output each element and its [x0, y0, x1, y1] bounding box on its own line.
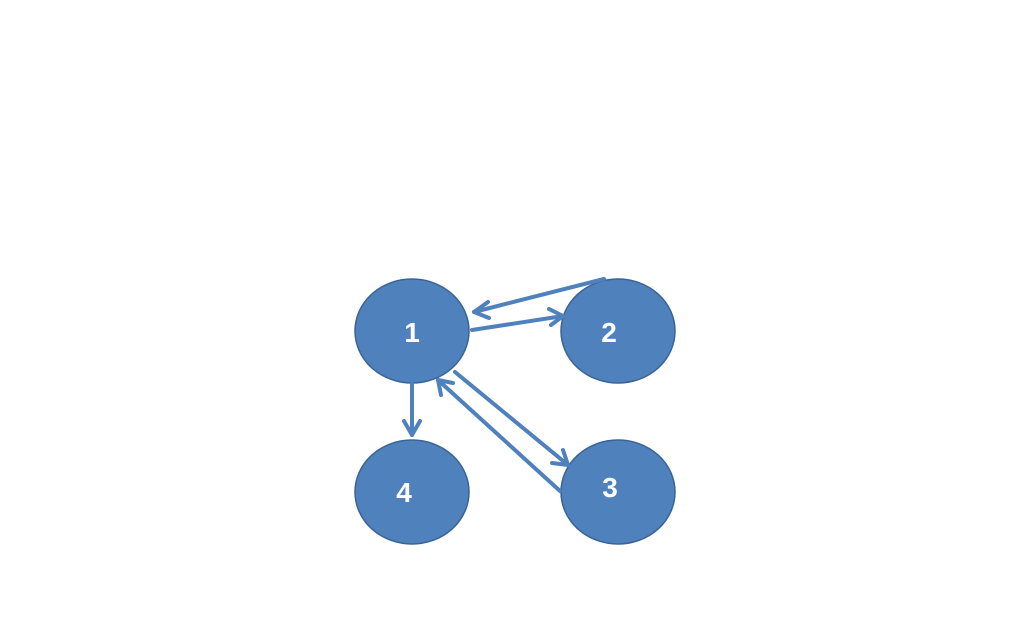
edge-2-to-1-arrowhead: [472, 300, 491, 320]
edge-2-to-1-line: [472, 277, 606, 314]
node-4-label: 4: [396, 477, 412, 508]
node-3: 3: [560, 439, 676, 545]
node-1-label: 1: [404, 317, 420, 348]
edge-3-to-1: [436, 378, 562, 493]
node-2: 2: [560, 278, 676, 384]
edge-1-to-3-arrowhead: [550, 448, 570, 467]
edge-1-to-2-line: [470, 314, 565, 332]
edge-3-to-1-arrowhead: [436, 378, 455, 397]
edge-1-to-3: [453, 370, 570, 467]
edge-1-to-4: [402, 382, 422, 437]
node-3-label: 3: [602, 472, 618, 503]
node-3-circle: [560, 439, 676, 545]
edge-2-to-1: [472, 277, 606, 320]
edge-1-to-4-arrowhead: [402, 419, 422, 437]
edge-3-to-1-line: [436, 378, 562, 493]
node-2-circle: [560, 278, 676, 384]
edge-1-to-2: [470, 307, 565, 332]
node-4-circle: [354, 439, 470, 545]
node-1: 1: [354, 278, 470, 384]
edge-1-to-2-arrowhead: [547, 307, 565, 327]
node-4: 4: [354, 439, 470, 545]
node-2-label: 2: [601, 317, 617, 348]
edge-1-to-3-line: [453, 370, 570, 467]
